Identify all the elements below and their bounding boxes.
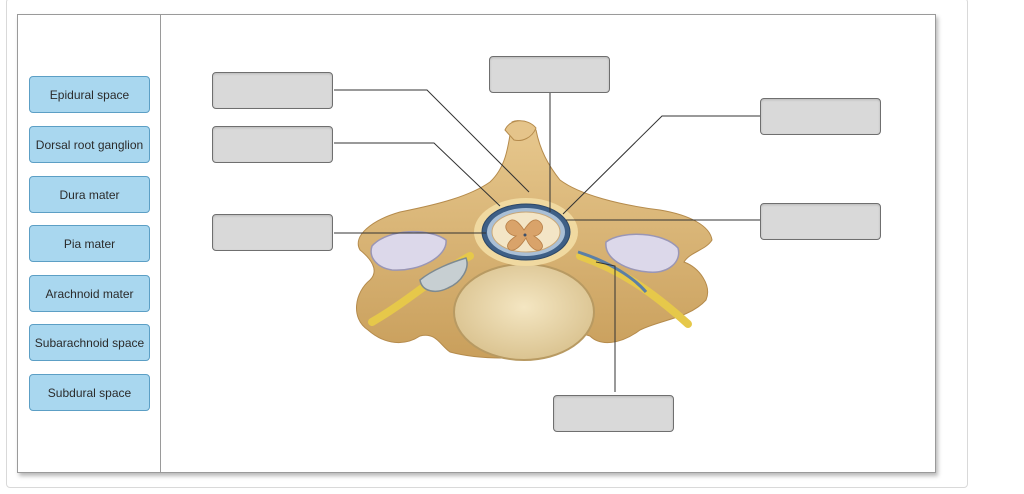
label-epidural-space[interactable]: Epidural space xyxy=(29,76,150,113)
right-nerve-sheath xyxy=(577,250,648,293)
label-subdural-space[interactable]: Subdural space xyxy=(29,374,150,411)
drop-target-1[interactable] xyxy=(212,72,333,109)
drop-target-7[interactable] xyxy=(553,395,674,432)
spinous-process xyxy=(504,120,537,141)
label-pia-mater[interactable]: Pia mater xyxy=(29,225,150,262)
drop-target-6[interactable] xyxy=(760,203,881,240)
label-dura-mater[interactable]: Dura mater xyxy=(29,176,150,213)
label-subarachnoid-space[interactable]: Subarachnoid space xyxy=(29,324,150,361)
drop-target-4[interactable] xyxy=(489,56,610,93)
label-arachnoid-mater[interactable]: Arachnoid mater xyxy=(29,275,150,312)
central-canal xyxy=(523,233,527,237)
left-articular-facet xyxy=(370,230,447,271)
dorsal-root-ganglion xyxy=(419,257,468,293)
right-articular-facet xyxy=(605,233,680,273)
panel-divider xyxy=(160,14,161,473)
leader-lines xyxy=(334,89,760,392)
vertebral-body xyxy=(453,263,595,361)
drop-target-2[interactable] xyxy=(212,126,333,163)
drop-target-3[interactable] xyxy=(212,214,333,251)
drop-target-5[interactable] xyxy=(760,98,881,135)
label-dorsal-root-ganglion[interactable]: Dorsal root ganglion xyxy=(29,126,150,163)
